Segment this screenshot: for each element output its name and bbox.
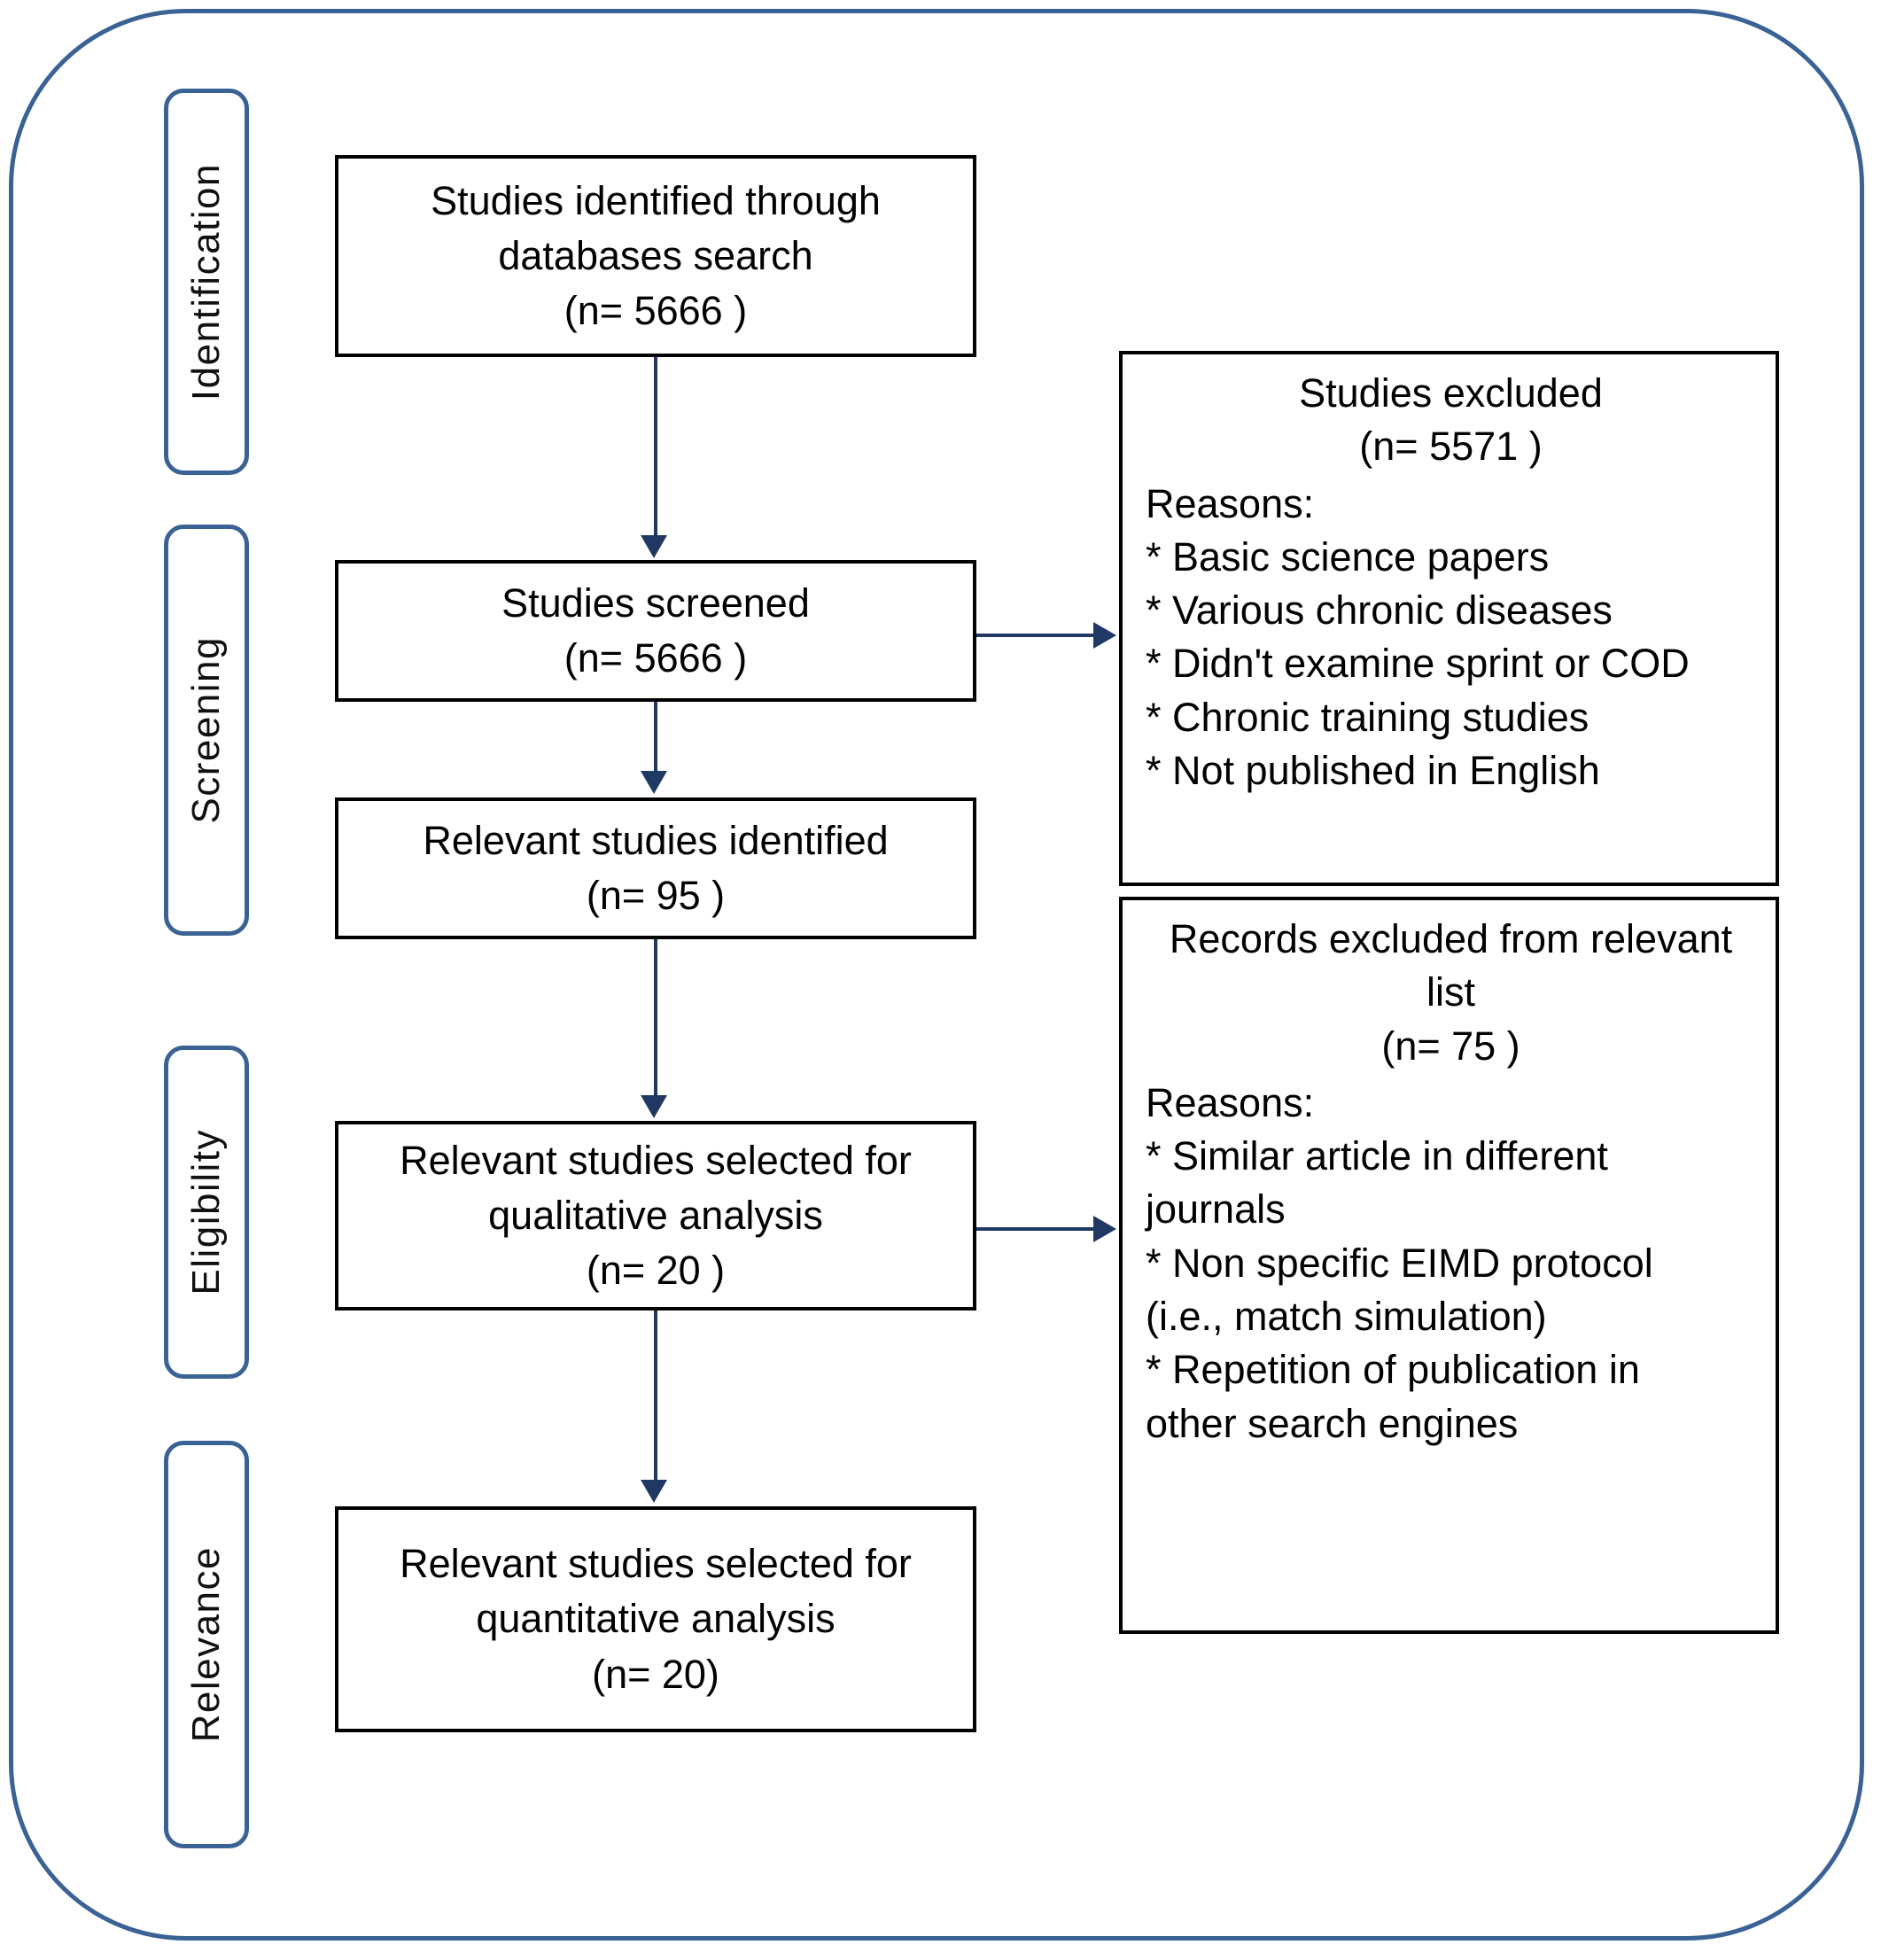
identified-box: Studies identified through databases sea…: [335, 155, 976, 357]
studies-excluded-reason-2: * Various chronic diseases: [1146, 587, 1613, 634]
studies-excluded-heading: Studies excluded (n= 5571 ): [1146, 367, 1756, 474]
quantitative-box-line2: quantitative analysis: [476, 1596, 836, 1642]
arrowhead-qualitative-to-records-excluded: [1093, 1216, 1116, 1242]
qualitative-box-line1: Relevant studies selected for: [400, 1137, 912, 1183]
records-excluded-reasons-label: Reasons:: [1146, 1079, 1315, 1125]
records-excluded-reason-2-cont: (i.e., match simulation): [1146, 1294, 1547, 1340]
qualitative-box-line2: qualitative analysis: [488, 1192, 823, 1238]
relevant-identified-box-line1: Relevant studies identified: [423, 817, 889, 863]
arrowhead-identified-to-screened: [641, 535, 667, 558]
records-excluded-head-line2: list: [1426, 969, 1475, 1015]
connector-qualitative-to-records-excluded: [976, 1227, 1096, 1231]
outer-rounded-frame: [9, 9, 1864, 1941]
identified-box-line1: Studies identified through: [431, 177, 881, 223]
connector-screened-to-excluded: [976, 634, 1096, 637]
records-excluded-head-line1: Records excluded from relevant: [1169, 916, 1733, 961]
records-excluded-reason-1-cont: journals: [1146, 1186, 1286, 1233]
records-excluded-reason-3: * Repetition of publication in: [1146, 1347, 1640, 1393]
relevant-identified-box: Relevant studies identified (n= 95 ): [335, 797, 976, 939]
stage-label-identification: Identification: [164, 89, 249, 475]
arrowhead-screened-to-relevant: [641, 771, 667, 794]
relevant-identified-box-line2: (n= 95 ): [586, 873, 726, 918]
studies-excluded-reasons: Reasons: * Basic science papers * Variou…: [1146, 478, 1756, 798]
connector-relevant-to-qualitative: [654, 939, 657, 1097]
connector-screened-to-relevant: [654, 702, 657, 773]
connector-qualitative-to-quantitative: [654, 1311, 657, 1482]
studies-excluded-reason-1: * Basic science papers: [1146, 533, 1550, 579]
records-excluded-heading: Records excluded from relevant list (n= …: [1146, 913, 1756, 1073]
arrowhead-qualitative-to-quantitative: [641, 1480, 667, 1503]
arrowhead-screened-to-excluded: [1093, 622, 1116, 649]
stage-label-screening-text: Screening: [184, 636, 228, 824]
identified-box-line2: databases search: [498, 232, 813, 278]
studies-excluded-reason-4: * Chronic training studies: [1146, 694, 1590, 740]
records-excluded-box: Records excluded from relevant list (n= …: [1119, 897, 1779, 1634]
arrowhead-relevant-to-qualitative: [641, 1095, 667, 1118]
records-excluded-reasons: Reasons: * Similar article in different …: [1146, 1077, 1756, 1451]
screened-box-line2: (n= 5666 ): [564, 635, 748, 681]
qualitative-box: Relevant studies selected for qualitativ…: [335, 1121, 976, 1311]
screened-box-line1: Studies screened: [501, 579, 810, 626]
identified-box-line3: (n= 5666 ): [564, 288, 748, 334]
studies-excluded-head-line1: Studies excluded: [1299, 370, 1603, 416]
studies-excluded-head-line2: (n= 5571 ): [1359, 424, 1543, 470]
stage-label-identification-text: Identification: [184, 162, 228, 401]
quantitative-box: Relevant studies selected for quantitati…: [335, 1506, 976, 1732]
studies-excluded-reasons-label: Reasons:: [1146, 480, 1315, 526]
records-excluded-reason-2: * Non specific EIMD protocol: [1146, 1240, 1653, 1286]
records-excluded-head-line3: (n= 75 ): [1381, 1023, 1520, 1069]
quantitative-box-line1: Relevant studies selected for: [400, 1541, 912, 1587]
records-excluded-reason-3-cont: other search engines: [1146, 1400, 1519, 1446]
qualitative-box-line3: (n= 20 ): [586, 1248, 726, 1294]
records-excluded-reason-1: * Similar article in different: [1146, 1133, 1608, 1179]
stage-label-screening: Screening: [164, 525, 249, 936]
studies-excluded-reason-3: * Didn't examine sprint or COD: [1146, 641, 1690, 687]
studies-excluded-box: Studies excluded (n= 5571 ) Reasons: * B…: [1119, 351, 1779, 886]
screened-box: Studies screened (n= 5666 ): [335, 560, 976, 702]
stage-label-eligibility-text: Eligibility: [184, 1129, 228, 1295]
stage-label-eligibility: Eligibility: [164, 1046, 249, 1379]
stage-label-relevance-text: Relevance: [184, 1546, 228, 1743]
stage-label-relevance: Relevance: [164, 1441, 249, 1848]
connector-identified-to-screened: [654, 357, 657, 538]
studies-excluded-reason-5: * Not published in English: [1146, 748, 1600, 794]
quantitative-box-line3: (n= 20): [592, 1651, 719, 1697]
